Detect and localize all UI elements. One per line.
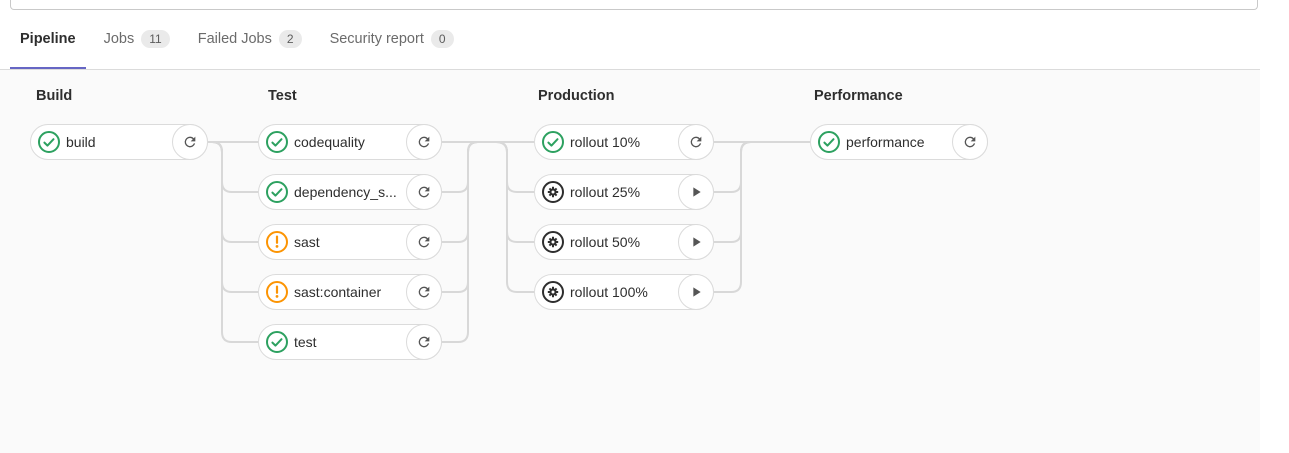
- status-success-icon: [266, 181, 288, 203]
- status-success-icon: [818, 131, 840, 153]
- job-build[interactable]: build: [30, 124, 208, 160]
- job-performance[interactable]: performance: [810, 124, 988, 160]
- tab-security-report[interactable]: Security report 0: [320, 10, 464, 69]
- job-name: test: [294, 334, 317, 350]
- retry-job-button[interactable]: [952, 124, 988, 160]
- status-warning-icon: [266, 281, 288, 303]
- status-success-icon: [266, 131, 288, 153]
- job-rollout-10[interactable]: rollout 10%: [534, 124, 714, 160]
- tab-jobs-label: Jobs: [103, 30, 135, 47]
- stage-title-build: Build: [36, 88, 73, 104]
- tab-security-report-label: Security report: [329, 30, 424, 47]
- tab-pipeline[interactable]: Pipeline: [10, 10, 86, 69]
- stage-title-performance: Performance: [814, 88, 903, 104]
- pipeline-tabs: Pipeline Jobs 11 Failed Jobs 2 Security …: [0, 10, 1260, 70]
- play-job-button[interactable]: [678, 174, 714, 210]
- retry-icon: [418, 136, 430, 148]
- status-success-icon: [542, 131, 564, 153]
- pipeline-graph: Build Test Production Performance build …: [0, 70, 1260, 453]
- status-success-icon: [266, 331, 288, 353]
- job-name: sast:container: [294, 284, 382, 300]
- status-success-icon: [38, 131, 60, 153]
- retry-icon: [418, 236, 430, 248]
- job-rollout-25[interactable]: rollout 25%: [534, 174, 714, 210]
- status-manual-icon: [542, 231, 564, 253]
- job-sast[interactable]: sast: [258, 224, 442, 260]
- stage-title-production: Production: [538, 88, 615, 104]
- retry-icon: [184, 136, 196, 148]
- job-name: rollout 50%: [570, 234, 641, 250]
- job-test[interactable]: test: [258, 324, 442, 360]
- play-icon: [693, 237, 701, 247]
- play-icon: [693, 287, 701, 297]
- stage-connector-lines: [208, 141, 810, 343]
- retry-job-button[interactable]: [406, 224, 442, 260]
- job-name: build: [66, 134, 96, 150]
- status-manual-icon: [542, 181, 564, 203]
- play-job-button[interactable]: [678, 224, 714, 260]
- tab-failed-jobs-label: Failed Jobs: [197, 30, 272, 47]
- jobs-count-badge: 11: [141, 29, 170, 48]
- job-name: rollout 100%: [570, 284, 648, 300]
- stage-title-test: Test: [268, 88, 297, 104]
- status-manual-icon: [542, 281, 564, 303]
- play-icon: [693, 187, 701, 197]
- tab-pipeline-label: Pipeline: [20, 30, 76, 47]
- tab-jobs[interactable]: Jobs 11: [94, 10, 180, 69]
- job-rollout-50[interactable]: rollout 50%: [534, 224, 714, 260]
- retry-job-button[interactable]: [406, 124, 442, 160]
- job-name: codequality: [294, 134, 365, 150]
- job-name: performance: [846, 134, 925, 150]
- retry-job-button[interactable]: [406, 324, 442, 360]
- job-dependency-scanning[interactable]: dependency_s...: [258, 174, 442, 210]
- play-job-button[interactable]: [678, 274, 714, 310]
- job-rollout-100[interactable]: rollout 100%: [534, 274, 714, 310]
- retry-job-button[interactable]: [678, 124, 714, 160]
- job-codequality[interactable]: codequality: [258, 124, 442, 160]
- retry-icon: [690, 136, 702, 148]
- retry-icon: [418, 336, 430, 348]
- job-name: rollout 25%: [570, 184, 641, 200]
- job-sast-container[interactable]: sast:container: [258, 274, 442, 310]
- retry-job-button[interactable]: [406, 274, 442, 310]
- retry-job-button[interactable]: [406, 174, 442, 210]
- job-name: rollout 10%: [570, 134, 641, 150]
- top-card-bottom-edge: [10, 0, 1258, 10]
- retry-icon: [418, 286, 430, 298]
- retry-icon: [418, 186, 430, 198]
- job-name: sast: [294, 234, 320, 250]
- security-report-count-badge: 0: [430, 29, 454, 48]
- tab-failed-jobs[interactable]: Failed Jobs 2: [188, 10, 312, 69]
- retry-icon: [964, 136, 976, 148]
- failed-jobs-count-badge: 2: [278, 29, 302, 48]
- status-warning-icon: [266, 231, 288, 253]
- job-name: dependency_s...: [294, 184, 397, 200]
- retry-job-button[interactable]: [172, 124, 208, 160]
